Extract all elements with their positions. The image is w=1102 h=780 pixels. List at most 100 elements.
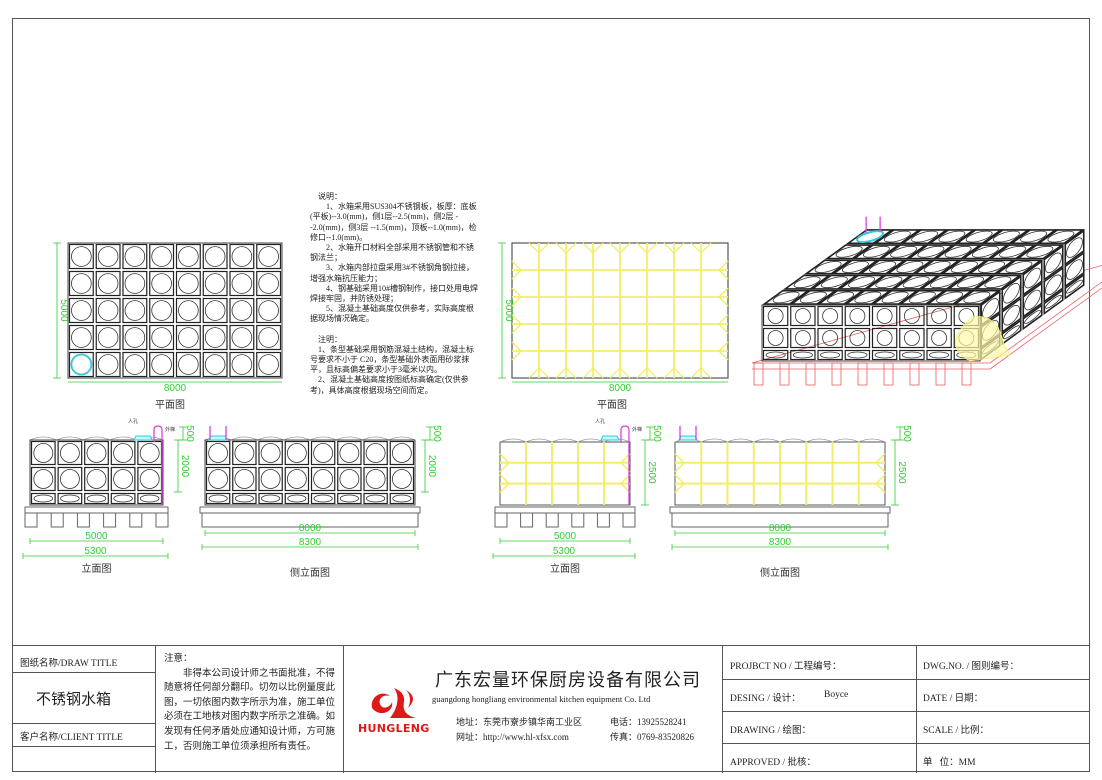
panel-dome [151,273,172,294]
panel-dome [820,351,841,359]
panel-dome [810,262,846,273]
tank-panel [310,492,336,505]
base-foot [520,512,534,528]
panel-dome [767,330,784,346]
tank-panel [95,270,121,297]
tank-panel [284,492,310,505]
brace [717,341,729,361]
base-foot [883,362,894,386]
tank-panel [57,466,83,492]
panel-dome [208,443,229,463]
brace [674,474,686,494]
tank-panel [284,466,310,492]
dimension-label: 500 [431,425,442,442]
panel-dome [904,292,940,303]
panel-dome [178,246,199,267]
panel-dome [139,494,160,503]
panel-dome [97,273,119,294]
panel-dome [1004,323,1020,341]
tank-panel [232,466,257,492]
panel-bulge [83,436,110,441]
panel-dome [97,354,119,375]
panel-bulge [551,438,579,443]
remarks-title: 注明： [318,334,342,344]
tank-panel [256,324,282,351]
tank-panel [337,492,362,505]
scale-field: SCALE / 比例： [923,726,989,736]
brace [619,453,631,473]
panel-dome [366,494,386,503]
panel-dome [260,443,281,463]
dimension-label: 5000 [503,299,514,322]
panel-bulge [525,438,553,443]
tank-panel [846,291,890,304]
base-beam [24,506,169,514]
tank-panel [762,327,789,349]
tank-panel [175,243,201,270]
ladder-pipe [153,425,163,505]
tank-panel [894,276,938,289]
note-item: 4、钢基础采用10#槽钢制作，接口处用电焊焊接牢固，并防锈处理； [310,283,478,304]
base-foot [24,512,38,528]
panel-dome [234,469,255,489]
base-foot [129,512,143,528]
panel-dome [1001,262,1037,273]
tank-panel [844,349,871,361]
panel-bulge [727,438,754,443]
tank-panel [840,276,884,289]
base-foot [494,512,508,528]
panel-dome [822,308,839,324]
tank-panel [873,291,917,304]
panel-dome [1015,231,1051,242]
panel-dome [234,443,255,463]
base-foot [155,512,169,528]
unit-field: 单 位：MM [923,758,976,768]
panel-dome [959,292,995,303]
panel-bulge [29,436,57,441]
panel-bulge [56,436,84,441]
panel-dome [60,469,80,489]
tank-panel [84,492,109,505]
panel-dome [1025,308,1041,326]
panel-dome [208,494,228,503]
tank-panel [915,260,959,273]
dimension-label: 5300 [553,546,576,557]
tank-panel [790,349,816,361]
tank-panel [970,260,1014,273]
base-foot [909,362,920,386]
dimension-label: 2500 [646,461,657,484]
panel-dome [258,300,279,321]
brace [717,287,729,307]
tank-panel [149,324,175,351]
iso-front-face [761,304,981,362]
dimension-label: 2500 [896,461,907,484]
panel-dome [231,246,253,267]
panel-dome [967,246,1003,257]
panel-dome [858,246,894,257]
panel-dome [1046,271,1062,299]
date-field: DATE / 日期： [923,694,984,704]
panel-dome [151,327,172,348]
panel-dome [33,494,54,503]
tank-panel [30,440,56,466]
panel-bulge [779,438,807,443]
tank-panel [205,492,231,505]
tank-panel [981,292,999,325]
panel-dome [113,469,133,489]
base-foot [961,362,972,386]
tank-panel [110,492,136,505]
tank-panel [1018,245,1062,258]
tank-panel [175,270,201,297]
brace [499,474,511,494]
iso-top-face [764,230,1082,304]
tank-panel [310,440,336,466]
base-beam [199,506,421,514]
tank-panel [30,492,56,505]
tank-panel [871,327,898,349]
panel-dome [961,231,997,242]
panel-dome [231,300,253,321]
brace [528,242,550,254]
tank-panel [957,230,1001,243]
